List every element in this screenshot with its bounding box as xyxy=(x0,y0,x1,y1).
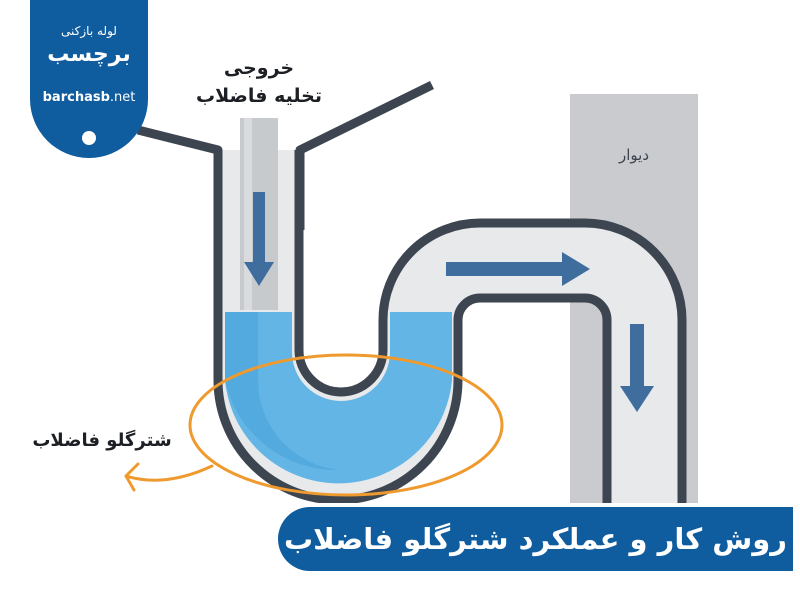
title-banner: روش کار و عملکرد شترگلو فاضلاب xyxy=(278,507,793,571)
trap-pointer-arrowhead xyxy=(124,462,140,492)
outlet-tube-highlight xyxy=(244,118,252,310)
flow-arrow-down-left xyxy=(244,192,274,286)
brand-subtitle: لوله بازکنی xyxy=(61,24,117,38)
trap-pointer-arrow xyxy=(124,464,214,482)
brand-badge: لوله بازکنی برچسب barchasb.net xyxy=(30,0,148,158)
brand-domain-tld: .net xyxy=(109,90,136,105)
sink-bowl-left xyxy=(136,125,223,230)
brand-domain-main: barchasb xyxy=(42,90,110,105)
flow-arrow-down-right xyxy=(620,324,654,412)
trap-outer-wall xyxy=(213,150,612,514)
trap-label: شترگلو فاضلاب xyxy=(32,429,171,451)
trap-highlight-ellipse xyxy=(188,353,504,497)
outlet-label-line2: تخلیه فاضلاب xyxy=(196,85,322,107)
trap-water-shade xyxy=(225,312,340,471)
wall-label: دیوار xyxy=(618,146,649,164)
flow-arrow-right xyxy=(446,252,590,286)
brand-dot-icon xyxy=(82,131,96,145)
outlet-label-line1: خروجی xyxy=(224,57,294,79)
brand-name: برچسب xyxy=(47,42,131,67)
brand-domain: barchasb.net xyxy=(30,90,148,105)
trap-water xyxy=(225,312,452,484)
trap-inner-wall xyxy=(294,150,687,514)
